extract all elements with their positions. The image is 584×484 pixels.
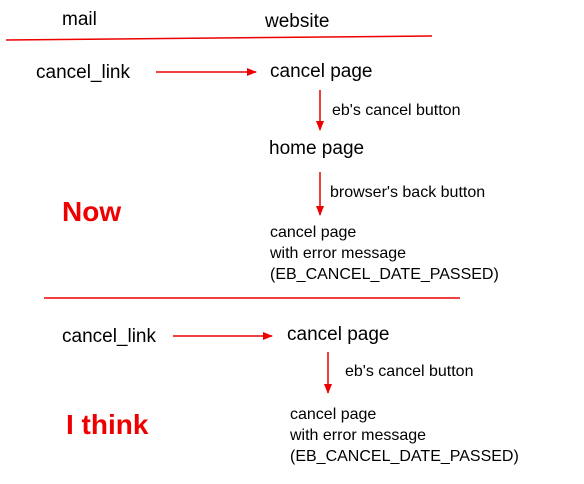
think-action-cancel-button: eb's cancel button [345, 363, 474, 380]
header-divider [5, 35, 433, 41]
now-result-line1: cancel page [270, 224, 357, 241]
now-action-back-button: browser's back button [330, 184, 486, 201]
now-home-page: home page [269, 138, 365, 159]
think-result-line1: cancel page [290, 406, 377, 423]
think-title: I think [66, 409, 149, 440]
think-result-block: cancel page with error message (EB_CANCE… [290, 404, 519, 467]
think-result-line2: with error message [290, 427, 427, 444]
think-result-line3: (EB_CANCEL_DATE_PASSED) [290, 448, 519, 465]
now-cancel-link: cancel_link [36, 62, 130, 83]
now-cancel-page: cancel page [270, 61, 373, 82]
think-cancel-link: cancel_link [62, 326, 156, 347]
now-result-line3: (EB_CANCEL_DATE_PASSED) [270, 266, 499, 283]
now-title: Now [62, 196, 122, 227]
now-action-cancel-button: eb's cancel button [332, 102, 461, 119]
website-column-label: website [265, 11, 330, 32]
think-cancel-page: cancel page [287, 324, 390, 345]
mail-column-label: mail [62, 9, 97, 30]
now-result-line2: with error message [270, 245, 407, 262]
now-result-block: cancel page with error message (EB_CANCE… [270, 222, 499, 285]
